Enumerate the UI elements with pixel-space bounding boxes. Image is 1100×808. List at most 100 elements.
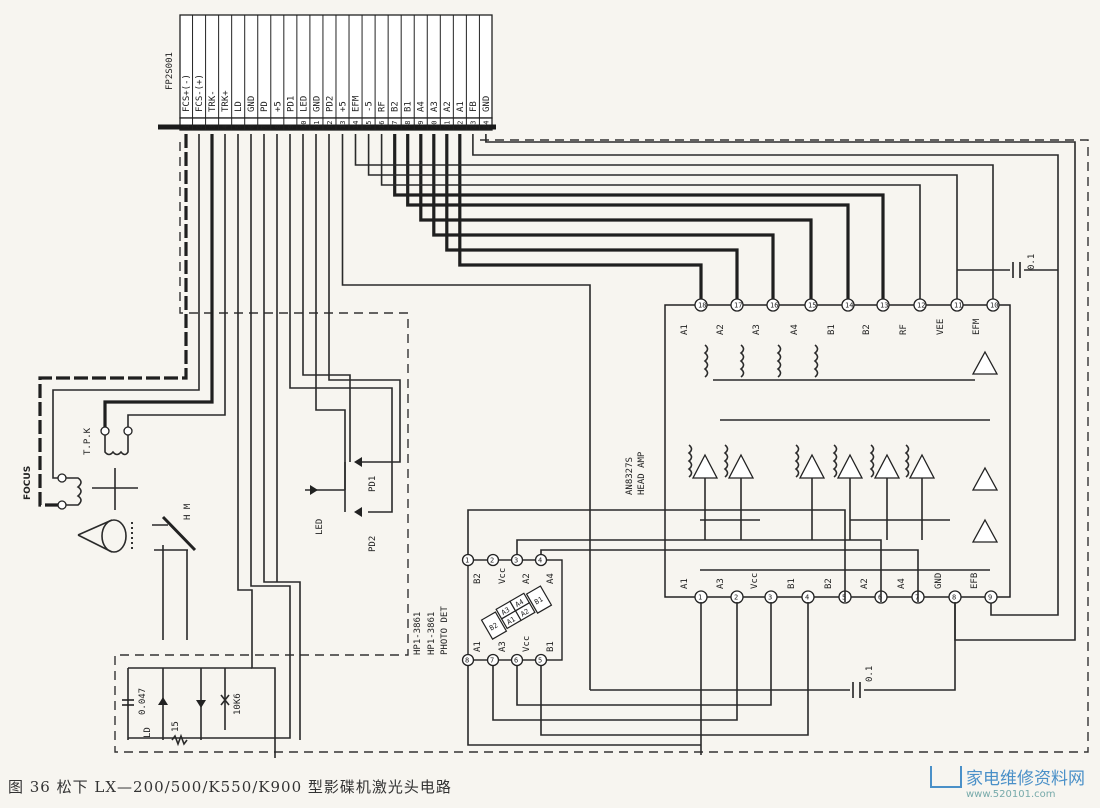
wire-fb <box>472 134 1059 616</box>
ic-pin-label: B2 <box>473 573 483 584</box>
connector-pin-label: A2 <box>443 101 453 112</box>
wire-ld <box>237 134 276 758</box>
cap-bottom-label: 0.1 <box>865 666 875 682</box>
wire-gnd3 <box>485 134 1076 641</box>
watermark: 家电维修资料网 www.520101.com <box>930 764 1085 800</box>
connector-pin-label: FCS+(-) <box>182 74 192 112</box>
ic-pin-number: 5 <box>842 594 846 602</box>
led-pd-circuit <box>305 457 362 517</box>
ic-pin-number: 15 <box>808 302 816 310</box>
opamp-icon <box>691 453 719 479</box>
half-mirror-icon <box>152 515 197 640</box>
ic-pin-number: 4 <box>805 594 809 602</box>
connector-pin-number: 12 <box>326 121 334 129</box>
wire-fcs-plus <box>38 134 188 507</box>
connector-pin-number: 5 <box>235 125 243 129</box>
connector-pin-number: 13 <box>339 121 347 129</box>
pot-ld-label: 10K6 <box>233 693 243 715</box>
cap-top-label: 0.1 <box>1027 254 1037 270</box>
ic-pin-label: A3 <box>752 324 762 335</box>
ic-pin-number: 16 <box>770 302 778 310</box>
resistor-icon <box>723 444 729 478</box>
book-logo-icon <box>930 766 962 788</box>
ic-pin-label: RF <box>899 324 909 335</box>
connector-pin-label: B2 <box>391 101 401 112</box>
ic-pin-number: 9 <box>988 594 992 602</box>
connector-pin-number: 19 <box>417 121 425 129</box>
connector-pin-number: 10 <box>300 121 308 129</box>
ic-part-label: AN8327S <box>625 457 635 495</box>
connector-pin-number: 16 <box>378 121 386 129</box>
detector-segment-label: B2 <box>488 621 499 632</box>
resistor-icon <box>813 344 819 378</box>
ic-pin <box>730 298 744 312</box>
ic-pin-number: 8 <box>952 594 956 602</box>
wire-trk-plus <box>127 134 226 428</box>
ic-pin-number: 14 <box>845 302 853 310</box>
wire-rf <box>380 134 921 300</box>
detector-segment <box>500 610 522 630</box>
ic-pin-number: 13 <box>880 302 888 310</box>
ic-pin-label: EFB <box>970 573 980 589</box>
wire-ic3 <box>516 602 772 706</box>
connector-pin-label: GND <box>247 96 257 112</box>
resistor-icon <box>832 444 838 478</box>
pd-part-label: HP1-3861 <box>427 612 437 655</box>
connector-pin-number: 4 <box>222 125 230 129</box>
ic-pin-number: 12 <box>917 302 925 310</box>
detector-segment <box>525 585 553 614</box>
led-label: LED <box>315 519 325 535</box>
pickup-outline <box>114 139 1089 753</box>
ic-pin-number: 5 <box>538 657 542 665</box>
ic-pin <box>876 298 890 312</box>
ic-pin-label: B2 <box>824 578 834 589</box>
wire-a3 <box>432 134 775 300</box>
ic-pin-label: B2 <box>862 324 872 335</box>
ic-pin-label: A4 <box>897 578 907 589</box>
ic-pin-label: A4 <box>790 324 800 335</box>
wire-ic7 <box>540 549 919 602</box>
connector-pin-label: B1 <box>404 101 414 112</box>
detector-segment-label: B1 <box>533 595 544 606</box>
opamp-icon <box>727 453 755 479</box>
connector-pin-number: 11 <box>313 121 321 129</box>
connector-pin-label: PD <box>260 101 270 112</box>
wire-trk-minus <box>103 134 214 428</box>
connector-pin-label: -5 <box>365 101 375 112</box>
focus-label: FOCUS <box>23 466 33 500</box>
connector-pin-number: 22 <box>456 121 464 129</box>
wire-pd8 <box>467 665 701 746</box>
connector-pin-label: +5 <box>338 101 348 112</box>
connector-pin-number: 21 <box>443 121 451 129</box>
watermark-name: 家电维修资料网 <box>966 769 1085 789</box>
wire-ic2 <box>492 602 738 721</box>
ic-pin-label: B1 <box>546 641 556 652</box>
objective-lens-icon <box>77 519 133 553</box>
ic-desc-label: HEAD AMP <box>637 451 647 495</box>
connector-pin-number: 24 <box>482 121 490 129</box>
wire-fcs-minus <box>52 134 200 479</box>
resistor-icon <box>794 444 800 478</box>
connector-pin-number: 23 <box>469 121 477 129</box>
ic-pin <box>766 298 780 312</box>
tracking-coil <box>100 426 133 456</box>
cap-bottom-wire <box>590 602 956 691</box>
connector-pin-label: RF <box>378 101 388 112</box>
hp-side-label: HP1-3861 <box>413 612 423 655</box>
movement-arrows-icon <box>92 468 138 510</box>
pd2-label: PD2 <box>368 536 378 552</box>
connector-pin-number: 8 <box>274 125 282 129</box>
ic-pin-label: A1 <box>680 324 690 335</box>
detector-segment-label: A4 <box>514 598 525 609</box>
wire-b1 <box>406 134 850 300</box>
connector-pin-number: 6 <box>248 125 256 129</box>
ic-pin-label: VEE <box>936 319 946 335</box>
connector-pin-number: 2 <box>196 125 204 129</box>
ic-pin-label: A2 <box>860 578 870 589</box>
ic-pin <box>984 590 998 604</box>
ic-pin-number: 3 <box>768 594 772 602</box>
wire-ic4 <box>540 602 809 736</box>
wire-gnd <box>128 134 291 739</box>
